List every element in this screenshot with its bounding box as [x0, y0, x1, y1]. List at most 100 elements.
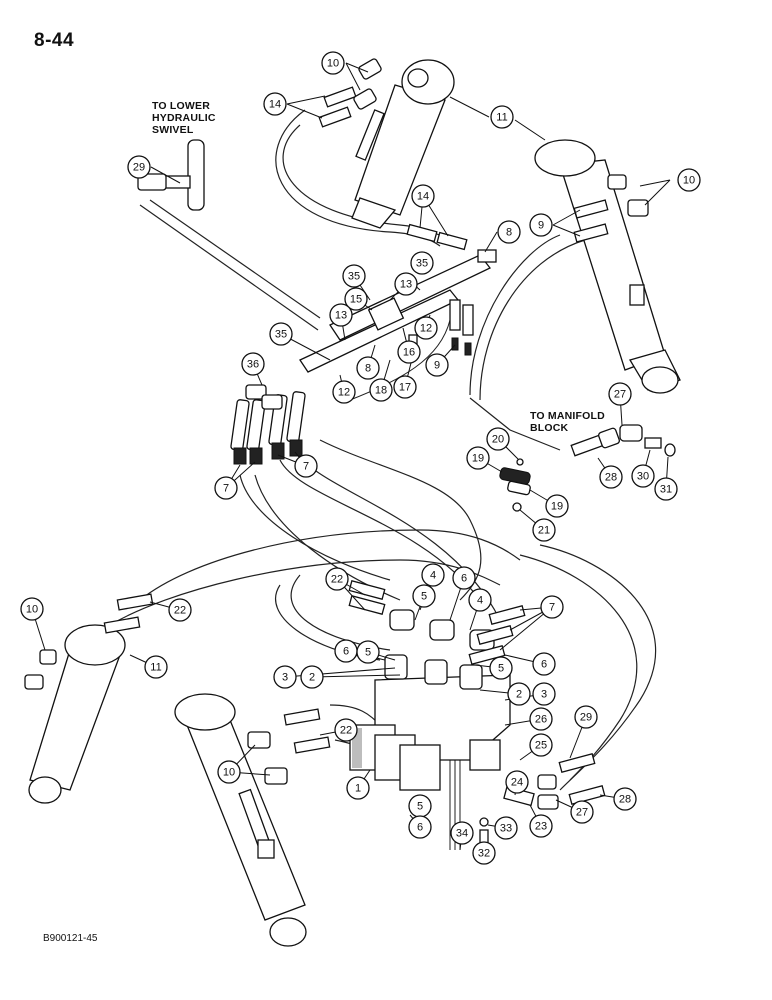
- callout-number: 6: [417, 822, 423, 834]
- nut-21: [512, 502, 522, 512]
- hose-swivel-line-2: [139, 204, 319, 331]
- elbow-25: [537, 774, 557, 790]
- callout-number: 33: [500, 823, 512, 835]
- callout-circle: [408, 815, 432, 839]
- note-manifold-line-1: TO MANIFOLD: [530, 410, 605, 422]
- callout-circle: [540, 595, 564, 619]
- callout-circle: [631, 464, 655, 488]
- callout-number: 22: [174, 605, 186, 617]
- callout-number: 14: [269, 99, 281, 111]
- callout-circle: [472, 841, 496, 865]
- callout-circle: [466, 446, 490, 470]
- lower-cylinder-fittings: [247, 708, 331, 785]
- callout-number: 8: [506, 227, 512, 239]
- fitting-group-collar-1: [233, 447, 247, 465]
- hose-left-long-1: [139, 529, 521, 601]
- callout-30: 30: [631, 464, 655, 488]
- elbow-lower-1: [247, 731, 271, 749]
- callout-7: 7: [214, 476, 238, 500]
- callout-27: 27: [608, 382, 632, 406]
- callout-22: 22: [168, 598, 192, 622]
- callout-number: 32: [478, 848, 490, 860]
- callout-number: 8: [365, 363, 371, 375]
- callout-20: 20: [486, 427, 510, 451]
- valve-hose-ends: [348, 579, 606, 806]
- callout-circle: [505, 770, 529, 794]
- callout-circle: [570, 800, 594, 824]
- fitting-group-collar-4: [289, 439, 303, 457]
- callout-number: 2: [516, 689, 522, 701]
- callout-9: 9: [425, 353, 449, 377]
- callout-circle: [356, 640, 380, 664]
- callout-3: 3: [273, 665, 297, 689]
- elbow-36-1: [245, 384, 267, 400]
- callout-number: 12: [420, 323, 432, 335]
- callout-11: 11: [490, 105, 514, 129]
- callout-number: 11: [150, 662, 161, 674]
- callout-5: 5: [408, 794, 432, 818]
- hose-junction-down: [349, 319, 451, 401]
- bolt-20: [516, 458, 524, 466]
- callout-16: 16: [397, 340, 421, 364]
- valve-fitting-top-2: [429, 619, 455, 641]
- callout-circle: [241, 352, 265, 376]
- callout-number: 13: [335, 310, 347, 322]
- hose-manifold-line: [469, 397, 561, 451]
- callout-number: 7: [223, 483, 229, 495]
- elbow-right-1: [607, 174, 627, 190]
- clamp-assembly: [499, 458, 531, 512]
- callout-circle: [334, 718, 358, 742]
- fitting-right-1: [573, 199, 609, 219]
- callout-36: 36: [241, 352, 265, 376]
- hose-end-28: [570, 434, 604, 457]
- hose-valve-loop-1: [274, 584, 381, 661]
- callout-circle: [574, 705, 598, 729]
- callout-number: 10: [327, 58, 339, 70]
- valve-cap-1: [384, 654, 408, 680]
- callout-1: 1: [346, 776, 370, 800]
- callout-circle: [532, 682, 556, 706]
- upper-right-fittings: [573, 174, 649, 243]
- upper-right-cylinder-band: [629, 284, 645, 306]
- callout-25: 25: [529, 733, 553, 757]
- callout-number: 18: [375, 385, 387, 397]
- hose-swivel-line: [149, 199, 321, 319]
- callout-28: 28: [599, 465, 623, 489]
- callout-circle: [20, 597, 44, 621]
- callout-number: 9: [434, 360, 440, 372]
- callout-5: 5: [412, 584, 436, 608]
- left-cylinder: [24, 624, 126, 804]
- callout-circle: [217, 760, 241, 784]
- callout-number: 22: [340, 725, 352, 737]
- callout-26: 26: [529, 707, 553, 731]
- callout-number: 26: [535, 714, 547, 726]
- middle-junction: [299, 223, 497, 373]
- elbow-lower-2: [264, 767, 288, 785]
- callout-10: 10: [677, 168, 701, 192]
- callout-circle: [168, 598, 192, 622]
- callout-circle: [325, 567, 349, 591]
- callout-8: 8: [497, 220, 521, 244]
- lower-cylinder: [174, 693, 307, 947]
- fitting-junction-4-end: [464, 342, 472, 356]
- swivel-tee-tube: [187, 139, 205, 211]
- callout-number: 5: [421, 591, 427, 603]
- hose-end-22-2: [103, 616, 141, 634]
- callout-circle: [269, 322, 293, 346]
- elbow-right-2: [627, 199, 649, 217]
- callout-circle: [507, 682, 531, 706]
- callout-circle: [294, 454, 318, 478]
- fitting-junction-3: [449, 299, 461, 331]
- left-cylinder-barrel: [29, 649, 121, 791]
- callout-circle: [414, 316, 438, 340]
- callout-circle: [497, 220, 521, 244]
- callout-9: 9: [529, 213, 553, 237]
- elbow-left-1: [39, 649, 57, 665]
- callout-circle: [394, 272, 418, 296]
- callout-circle: [452, 566, 476, 590]
- hose-end-29: [558, 752, 596, 774]
- callout-circle: [489, 656, 513, 680]
- hose-end-valve-22-2: [348, 594, 386, 616]
- callout-19: 19: [545, 494, 569, 518]
